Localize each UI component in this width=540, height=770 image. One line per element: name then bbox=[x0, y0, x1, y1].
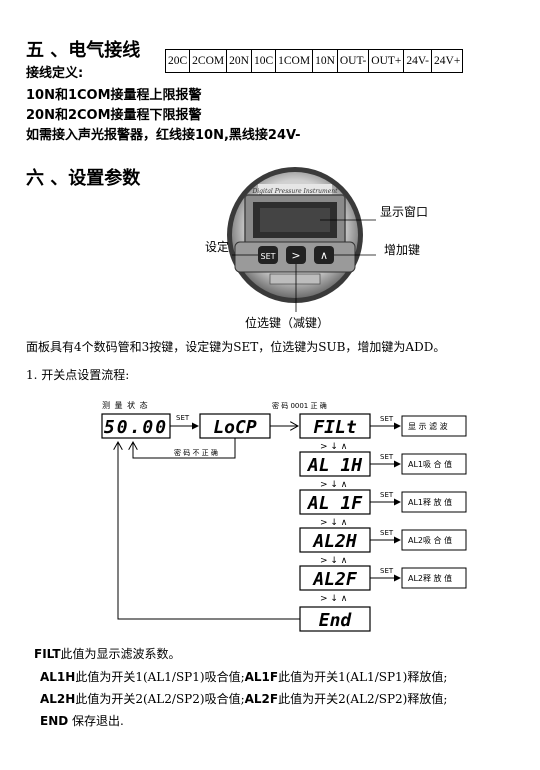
terminal-cell: 20C bbox=[164, 49, 191, 73]
flow-display-code: FILt bbox=[313, 417, 357, 438]
terminal-cell: 24V+ bbox=[431, 49, 464, 73]
label-pwd-wrong: 密 码 不 正 确 bbox=[174, 448, 218, 457]
flow-set-label: SET bbox=[380, 453, 394, 461]
flow-key-arrows: > ↓ ∧ bbox=[320, 518, 347, 528]
section6-heading: 六 、设置参数 bbox=[26, 168, 141, 189]
display-lock-value: LoCP bbox=[213, 417, 257, 438]
flow-desc-box bbox=[401, 567, 467, 589]
flow-set-label: SET bbox=[380, 491, 394, 499]
label-pwd-ok: 密 码 0001 正 确 bbox=[272, 401, 327, 410]
display-end-value: End bbox=[319, 610, 353, 631]
set-key-caption: 设定 bbox=[205, 240, 230, 254]
terminal-cell: 10C bbox=[250, 49, 277, 73]
note-al1f-code: AL1F bbox=[244, 670, 279, 684]
note-filt-text: 此值为显示滤波系数。 bbox=[60, 647, 181, 661]
flow-display-code: AL 1H bbox=[307, 455, 362, 476]
shift-key-caption: 位选键（减键） bbox=[245, 316, 330, 330]
wiring-line-1: 10N和1COM接量程上限报警 bbox=[26, 88, 202, 103]
inc-key[interactable] bbox=[314, 246, 334, 264]
flow-display-code: AL2F bbox=[312, 569, 358, 590]
wiring-line-2: 20N和2COM接量程下限报警 bbox=[26, 108, 202, 123]
terminal-cell: 20N bbox=[226, 49, 252, 73]
note-al1h-text: 此值为开关1(AL1/SP1)吸合值; bbox=[75, 670, 245, 684]
flow-desc-box bbox=[401, 453, 467, 475]
display-main-value: 50.00 bbox=[104, 417, 168, 438]
terminal-cell: 24V- bbox=[403, 49, 433, 73]
note-al1: AL1H此值为开关1(AL1/SP1)吸合值;AL1F此值为开关1(AL1/SP… bbox=[40, 668, 447, 685]
note-al2f-code: AL2F bbox=[244, 692, 279, 706]
terminal-cell: 10N bbox=[312, 49, 338, 73]
flow-desc-box bbox=[401, 491, 467, 513]
setup-flow-diagram: 测 量 状 态 50.00 SET LoCP 密 码 0001 正 确 密 码 … bbox=[101, 400, 467, 632]
inc-key-label: ∧ bbox=[320, 249, 328, 262]
note-filt-code: FILT bbox=[34, 647, 61, 661]
wiring-line-3: 如需接入声光报警器，红线接10N,黑线接24V- bbox=[26, 128, 301, 143]
flow-title: 1. 开关点设置流程: bbox=[26, 368, 130, 382]
flow-display-code: AL 1F bbox=[307, 493, 363, 514]
display-end bbox=[299, 606, 371, 632]
set-key-label: SET bbox=[260, 252, 275, 261]
display-window-label: 显示窗口 bbox=[380, 205, 429, 219]
note-end-code: END bbox=[40, 714, 69, 728]
device-brand: Digital Pressure Instrument bbox=[251, 188, 338, 195]
note-al2h-text: 此值为开关2(AL2/SP2)吸合值; bbox=[75, 692, 245, 706]
flow-key-arrows: > ↓ ∧ bbox=[320, 594, 347, 604]
set-key[interactable] bbox=[258, 246, 278, 264]
flow-key-arrows: > ↓ ∧ bbox=[320, 442, 347, 452]
shift-key[interactable] bbox=[286, 246, 306, 264]
flow-desc-box bbox=[401, 529, 467, 551]
terminal-cell: OUT+ bbox=[368, 49, 405, 73]
flow-desc: AL2吸 合 值 bbox=[408, 535, 452, 545]
panel-description: 面板具有4个数码管和3按键，设定键为SET，位选键为SUB，增加键为ADD。 bbox=[26, 340, 446, 354]
note-end-text: 保存退出. bbox=[72, 714, 124, 728]
flow-desc: AL2释 放 值 bbox=[408, 573, 452, 583]
flow-key-arrows: > ↓ ∧ bbox=[320, 480, 347, 490]
flow-set-label: SET bbox=[380, 415, 394, 423]
flow-set-1: SET bbox=[176, 414, 190, 422]
device-illustration: Digital Pressure Instrument SET > ∧ bbox=[227, 167, 376, 312]
note-end: END 保存退出. bbox=[40, 712, 124, 729]
flow-desc: AL1吸 合 值 bbox=[408, 459, 452, 469]
flow-set-label: SET bbox=[380, 567, 394, 575]
shift-key-label: > bbox=[291, 249, 300, 262]
terminal-cell: 1COM bbox=[275, 49, 314, 73]
inc-key-caption: 增加键 bbox=[384, 243, 421, 257]
note-al1h-code: AL1H bbox=[40, 670, 76, 684]
flow-display-code: AL2H bbox=[312, 531, 357, 552]
flow-set-label: SET bbox=[380, 529, 394, 537]
terminal-cell: 2COM bbox=[189, 49, 228, 73]
terminal-cell: OUT- bbox=[336, 49, 370, 73]
flow-key-arrows: > ↓ ∧ bbox=[320, 556, 347, 566]
note-al2h-code: AL2H bbox=[40, 692, 76, 706]
note-al2: AL2H此值为开关2(AL2/SP2)吸合值;AL2F此值为开关2(AL2/SP… bbox=[40, 690, 447, 707]
note-al1f-text: 此值为开关1(AL1/SP1)释放值; bbox=[278, 670, 448, 684]
note-al2f-text: 此值为开关2(AL2/SP2)释放值; bbox=[278, 692, 448, 706]
flow-desc: 显 示 滤 波 bbox=[408, 421, 448, 431]
label-measure: 测 量 状 态 bbox=[102, 400, 149, 410]
flow-desc-box bbox=[401, 415, 467, 437]
section5-heading: 五 、电气接线 bbox=[26, 40, 141, 61]
flow-desc: AL1释 放 值 bbox=[408, 497, 452, 507]
terminal-def-label: 接线定义: bbox=[26, 66, 84, 81]
note-filt: FILT此值为显示滤波系数。 bbox=[34, 645, 181, 662]
